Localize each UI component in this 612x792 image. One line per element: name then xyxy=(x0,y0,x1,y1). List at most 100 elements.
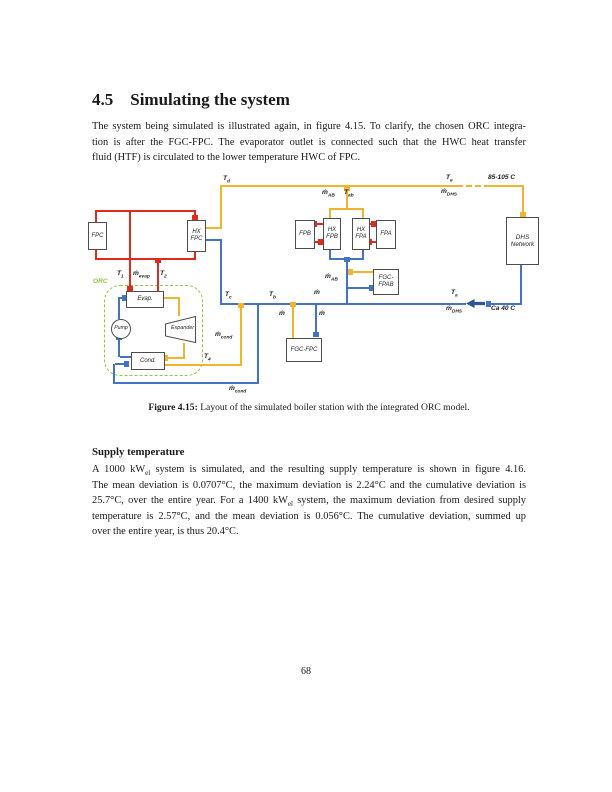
section-heading: 4.5 Simulating the system xyxy=(92,90,532,110)
pipe-cold xyxy=(257,305,259,382)
pipe-hot xyxy=(183,343,185,359)
condenser-box: Cond. xyxy=(131,352,165,370)
label-m-main: ṁ xyxy=(314,289,320,296)
pipe-solar xyxy=(95,210,196,212)
paragraph-line: temperature is 2.57°C, and the mean devi… xyxy=(92,510,526,522)
label-m-cond-riser: ṁcond xyxy=(215,331,233,341)
arrowhead xyxy=(122,295,127,301)
paragraph-line: The mean deviation is 0.0707°C, the maxi… xyxy=(92,479,526,491)
pipe-cold xyxy=(329,248,331,258)
pipe-hot xyxy=(329,208,364,210)
pipe-cold xyxy=(362,248,364,258)
figure-caption: Figure 4.15: Layout of the simulated boi… xyxy=(92,402,526,413)
pipe-cold xyxy=(220,303,466,305)
hx-fpc-box: HX FPC xyxy=(187,220,206,252)
arrowhead xyxy=(290,302,296,307)
label-m-dhs-supply: ṁDHS xyxy=(441,188,458,198)
fpa-box: FPA xyxy=(376,220,396,249)
arrowhead xyxy=(192,215,198,220)
section-number: 4.5 xyxy=(92,90,114,109)
fgc-fpab-box: FGC- FPAB xyxy=(373,269,399,295)
pipe-hot-dash xyxy=(466,185,472,187)
evaporator-box: Evap. xyxy=(126,291,164,308)
label-t-2: T2 xyxy=(160,270,167,280)
dhs-network-box: DHS Network xyxy=(506,217,539,265)
pipe-hot xyxy=(240,306,242,366)
pipe-solar xyxy=(95,248,97,260)
pipe-solar xyxy=(368,241,376,243)
label-m-dhs-return: ṁDHS xyxy=(446,305,463,315)
pipe-hot xyxy=(220,185,463,187)
fgc-fpc-box: FGC-FPC xyxy=(286,338,322,362)
arrowhead xyxy=(486,301,491,307)
page-number: 68 xyxy=(301,666,311,677)
label-m-evap: ṁevap xyxy=(133,270,150,280)
label-supply-temp-range: 85-105 C xyxy=(488,174,516,181)
pipe-hot xyxy=(329,210,331,218)
fpb-box: FPB xyxy=(295,220,315,249)
arrowhead xyxy=(313,332,319,337)
arrowhead xyxy=(127,286,133,291)
pipe-hot xyxy=(165,357,185,359)
figure-caption-text: Layout of the simulated boiler station w… xyxy=(197,402,470,413)
arrowhead xyxy=(163,355,168,361)
paragraph-line: 25.7°C, over the entire year. For a 1400… xyxy=(92,495,526,509)
paragraph-line: fluid (HTF) is circulated to the lower t… xyxy=(92,152,361,163)
arrowhead xyxy=(344,257,350,262)
label-t-a: Ta xyxy=(451,289,458,299)
arrowhead xyxy=(344,186,350,191)
orc-label: ORC xyxy=(93,278,108,285)
paragraph-line: tion is after the FGC-FPC. The evaporato… xyxy=(92,136,526,148)
pipe-hot xyxy=(522,187,524,213)
pipe-cold xyxy=(113,364,115,382)
pipe-hot xyxy=(220,185,222,229)
arrowhead xyxy=(371,221,376,227)
pipe-hot xyxy=(350,271,374,273)
figure-caption-label: Figure 4.15: xyxy=(148,402,198,413)
pipe-cold xyxy=(520,263,522,303)
paragraph-line: A 1000 kWel system is simulated, and the… xyxy=(92,464,526,478)
pipe-hot xyxy=(162,297,180,299)
pump-circle: Pump xyxy=(111,319,131,339)
paragraph-line: The system being simulated is illustrate… xyxy=(92,121,526,132)
flow-direction-arrow xyxy=(466,299,485,308)
pipe-hot xyxy=(178,299,180,316)
pipe-cold xyxy=(115,363,128,365)
pipe-hot-dash xyxy=(475,185,481,187)
hx-fpa-box: HX FPA xyxy=(352,218,370,250)
pipe-cold xyxy=(113,382,259,384)
pipe-cold xyxy=(120,356,131,358)
arrowhead xyxy=(348,269,353,275)
orc-boundary-outline xyxy=(104,285,203,376)
label-m-fgc-hot: ṁ xyxy=(279,310,285,317)
pipe-solar xyxy=(194,250,196,258)
pipe-solar xyxy=(95,258,196,260)
label-t-d: Td xyxy=(223,175,230,185)
label-m-ab-fgc: ṁAB xyxy=(325,273,338,283)
pipe-cold xyxy=(348,287,374,289)
pipe-hot xyxy=(292,305,294,338)
label-t-b: Tb xyxy=(269,291,276,301)
hx-fpb-box: HX FPB xyxy=(323,218,341,250)
arrowhead xyxy=(124,361,129,367)
section-title: Simulating the system xyxy=(130,90,290,109)
pipe-cold xyxy=(204,239,222,241)
subsection-heading: Supply temperature xyxy=(92,446,185,458)
pipe-cold xyxy=(118,338,120,357)
label-t-c: Tc xyxy=(225,291,232,301)
pipe-hot xyxy=(362,210,364,218)
label-m-fgc-cold: ṁ xyxy=(319,310,325,317)
label-m-ab-top: ṁAB xyxy=(322,189,335,199)
arrowhead xyxy=(520,212,526,217)
pipe-hot xyxy=(346,187,348,208)
fpc-box: FPC xyxy=(88,222,107,250)
pipe-cold xyxy=(118,299,120,319)
label-t-e: Te xyxy=(446,174,453,184)
pipe-solar xyxy=(129,210,131,291)
pipe-solar xyxy=(95,210,97,222)
pipe-cold xyxy=(315,305,317,336)
pipe-hot xyxy=(204,227,222,229)
arrowhead xyxy=(369,285,374,291)
figure-4-15-diagram: ORC xyxy=(85,170,545,400)
